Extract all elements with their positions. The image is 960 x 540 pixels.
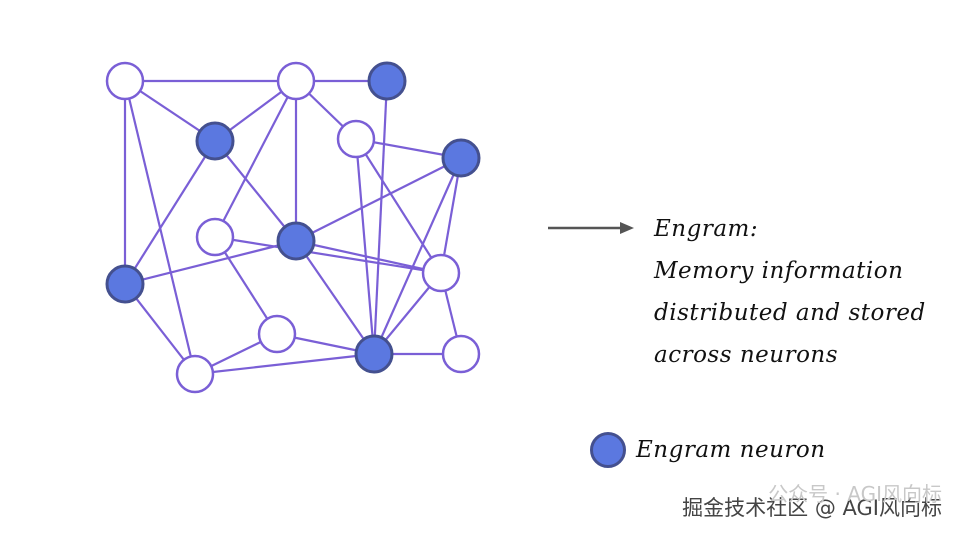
edge-n4-n8 [214, 140, 297, 242]
neuron-node [276, 61, 316, 101]
engram-neuron-node [367, 61, 407, 101]
neuron-node [195, 217, 235, 257]
legend: Engram neuron [590, 432, 826, 468]
engram-description: Engram: Memory information distributed a… [654, 208, 926, 376]
neuron-node [441, 334, 481, 374]
edge-n8-n11 [295, 239, 442, 275]
neuron-node [105, 61, 145, 101]
neuron-node [421, 253, 461, 293]
neuron-node [336, 119, 376, 159]
edge-n8-n13 [295, 240, 375, 355]
edge-n6-n8 [295, 157, 462, 242]
arrow [548, 222, 634, 234]
engram-neuron-node [195, 121, 235, 161]
neuron-node [175, 354, 215, 394]
engram-neuron-node [354, 334, 394, 374]
engram-neuron-legend-icon [590, 432, 626, 468]
edge-n3-n13 [372, 80, 389, 355]
edge-n8-n9 [124, 239, 297, 286]
watermark: 公众号 · AGI风向标 掘金技术社区 @ AGI风向标 [682, 482, 942, 522]
legend-label: Engram neuron [636, 437, 826, 463]
engram-neuron-node [276, 221, 316, 261]
description-line-3: distributed and stored [654, 300, 926, 326]
edge-n5-n13 [354, 138, 376, 355]
edge-n2-n7 [214, 80, 297, 238]
neuron-node [257, 314, 297, 354]
watermark-text: 掘金技术社区 @ AGI风向标 [682, 496, 942, 520]
description-line-1: Engram: [654, 216, 759, 242]
description-line-4: across neurons [654, 342, 839, 368]
edge-n6-n13 [372, 157, 463, 355]
engram-neuron-node [441, 138, 481, 178]
edge-n4-n9 [124, 140, 216, 285]
description-line-2: Memory information [654, 258, 904, 284]
edge-n5-n11 [355, 138, 442, 274]
edge-n7-n11 [214, 235, 442, 275]
watermark-faint: 公众号 · AGI风向标 [768, 482, 942, 506]
edge-n12-n13 [194, 352, 375, 376]
engram-neuron-node [105, 264, 145, 304]
network-nodes [105, 61, 481, 394]
